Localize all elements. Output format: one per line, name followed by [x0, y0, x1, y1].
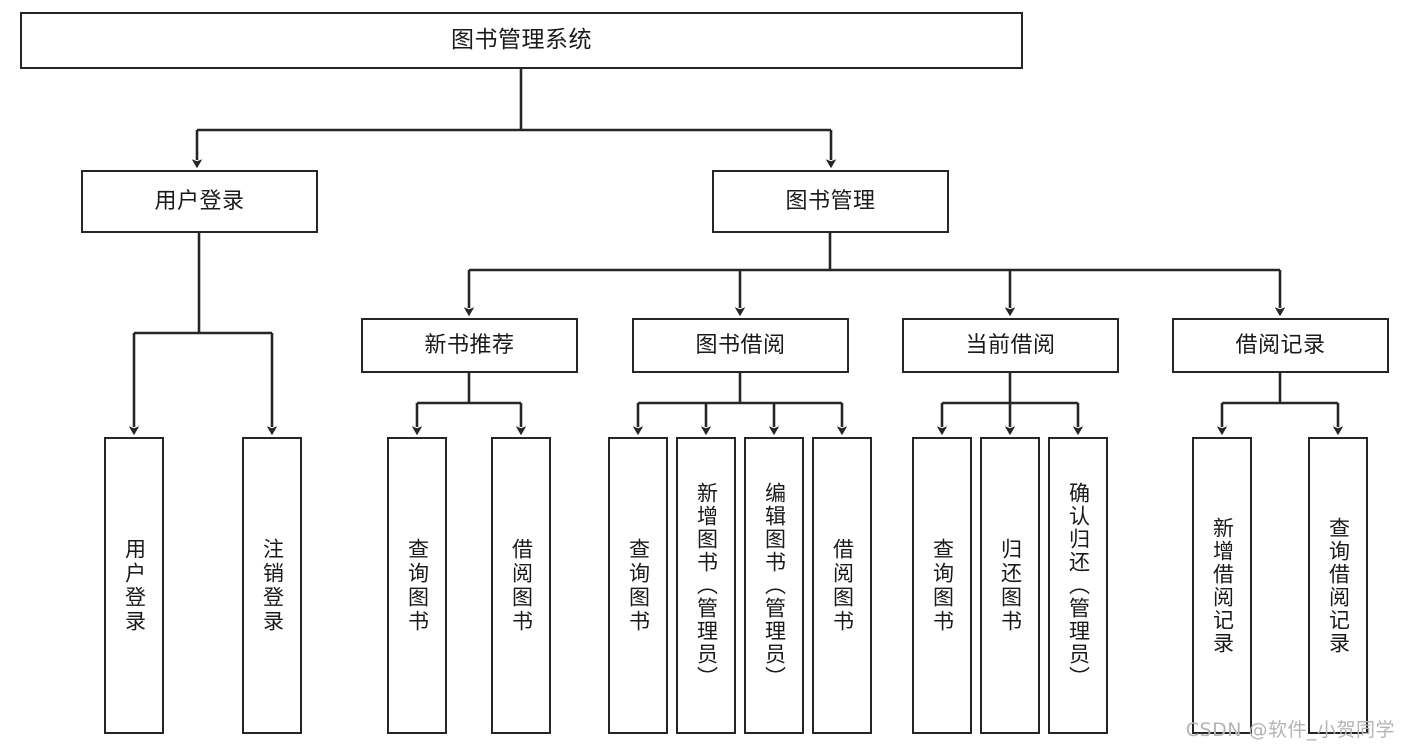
node-label: 当前借阅: [965, 332, 1056, 358]
node-book-management[interactable]: 图书管理: [712, 170, 949, 233]
leaf-user-login-signout[interactable]: 注销登录: [242, 437, 302, 734]
node-label: 确认归还（管理员）: [1066, 482, 1091, 689]
node-new-book-recommendation[interactable]: 新书推荐: [361, 318, 578, 373]
node-label: 用户登录: [154, 188, 245, 214]
leaf-borrow-add-book-admin[interactable]: 新增图书（管理员）: [676, 437, 736, 734]
node-label: 查询图书: [405, 537, 430, 634]
node-book-borrowing[interactable]: 图书借阅: [632, 318, 849, 373]
node-label: 查询图书: [626, 537, 651, 634]
leaf-user-login-signin[interactable]: 用户登录: [104, 437, 164, 734]
leaf-current-return-book[interactable]: 归还图书: [980, 437, 1040, 734]
node-label: 图书管理系统: [451, 27, 592, 54]
leaf-records-add-record[interactable]: 新增借阅记录: [1192, 437, 1252, 734]
node-label: 借阅图书: [830, 537, 855, 634]
node-label: 注销登录: [260, 537, 285, 634]
node-root-book-management-system[interactable]: 图书管理系统: [20, 12, 1023, 69]
node-label: 借阅图书: [509, 537, 534, 634]
node-borrowing-records[interactable]: 借阅记录: [1172, 318, 1389, 373]
leaf-borrow-edit-book-admin[interactable]: 编辑图书（管理员）: [744, 437, 804, 734]
node-label: 图书管理: [785, 188, 876, 214]
node-label: 查询借阅记录: [1326, 516, 1351, 655]
node-label: 图书借阅: [695, 332, 786, 358]
node-current-borrowing[interactable]: 当前借阅: [902, 318, 1119, 373]
leaf-borrow-borrow-book[interactable]: 借阅图书: [812, 437, 872, 734]
node-label: 编辑图书（管理员）: [762, 482, 787, 689]
leaf-borrow-query-book[interactable]: 查询图书: [608, 437, 668, 734]
node-label: 归还图书: [998, 537, 1023, 634]
node-label: 新增借阅记录: [1210, 516, 1235, 655]
leaf-new-book-query[interactable]: 查询图书: [387, 437, 447, 734]
node-label: 新书推荐: [424, 332, 515, 358]
leaf-records-query-record[interactable]: 查询借阅记录: [1308, 437, 1368, 734]
leaf-new-book-borrow[interactable]: 借阅图书: [491, 437, 551, 734]
node-label: 借阅记录: [1235, 332, 1326, 358]
node-label: 查询图书: [930, 537, 955, 634]
node-user-login[interactable]: 用户登录: [81, 170, 318, 233]
leaf-current-confirm-return-admin[interactable]: 确认归还（管理员）: [1048, 437, 1108, 734]
node-label: 新增图书（管理员）: [694, 482, 719, 689]
node-label: 用户登录: [122, 537, 147, 634]
leaf-current-query-book[interactable]: 查询图书: [912, 437, 972, 734]
